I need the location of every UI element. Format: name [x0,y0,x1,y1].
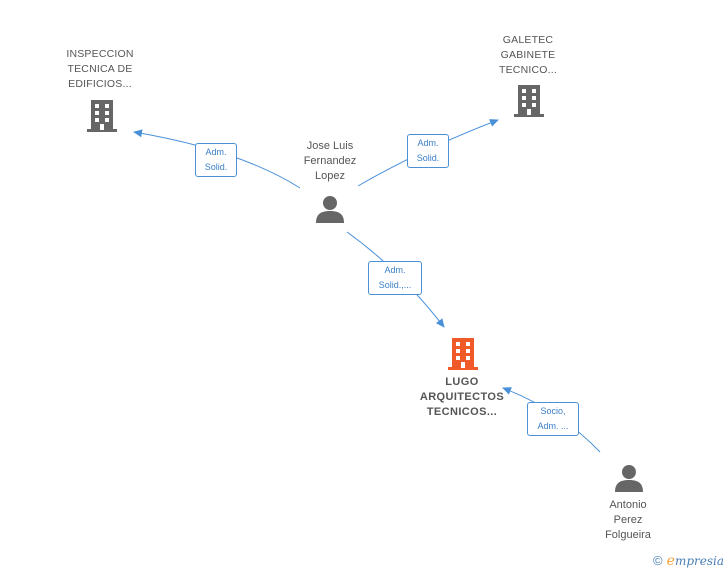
node-label-line: GABINETE [500,49,556,61]
person-icon[interactable] [614,463,644,493]
edge-label-to-lugo[interactable]: Adm. Solid.,... [368,261,422,295]
edge-label-antonio-to-lugo[interactable]: Socio, Adm. ... [527,402,579,436]
edge-label-to-galetec[interactable]: Adm. Solid. [407,134,449,168]
node-label-line: Jose Luis [306,140,354,152]
node-label-galetec[interactable]: GALETEC GABINETE TECNICO... [478,33,578,78]
edge-label-line: Adm. ... [537,421,569,431]
node-label-line: INSPECCION [66,48,134,60]
edge-label-line: Solid. [204,162,228,172]
node-label-line: GALETEC [502,34,554,46]
building-icon[interactable] [447,336,479,372]
building-icon[interactable] [86,98,118,134]
node-label-line: Folgueira [605,529,651,541]
node-label-lugo[interactable]: LUGO ARQUITECTOS TECNICOS... [402,375,522,420]
node-label-line: Fernandez [303,155,357,167]
node-label-line: Antonio [609,499,647,511]
edge-label-line: Adm. [417,138,439,148]
edge-label-line: Socio, [540,406,566,416]
brand-logo: ©empresia [653,553,724,569]
node-label-inspeccion[interactable]: INSPECCION TECNICA DE EDIFICIOS... [48,47,152,92]
node-label-line: Perez [613,514,643,526]
copyright-icon: © [653,553,663,568]
node-label-line: TECNICO... [498,64,557,76]
edge-label-to-inspeccion[interactable]: Adm. Solid. [195,143,237,177]
brand-name: mpresia [674,554,724,568]
node-label-line: TECNICOS... [426,406,498,418]
edge-label-line: Solid.,... [378,280,412,290]
edge-label-line: Adm. [205,147,227,157]
node-label-line: TECNICA DE [67,63,133,75]
node-label-line: Lopez [315,170,345,182]
node-label-antonio[interactable]: Antonio Perez Folgueira [578,498,678,543]
node-label-line: ARQUITECTOS [419,391,505,403]
person-icon[interactable] [315,194,345,224]
edge-label-line: Solid. [416,153,440,163]
node-label-jose-luis[interactable]: Jose Luis Fernandez Lopez [280,139,380,184]
edge-label-line: Adm. [384,265,406,275]
node-label-line: LUGO [445,376,479,388]
node-label-line: EDIFICIOS... [68,78,132,90]
brand-e: e [666,553,675,569]
building-icon[interactable] [513,83,545,119]
